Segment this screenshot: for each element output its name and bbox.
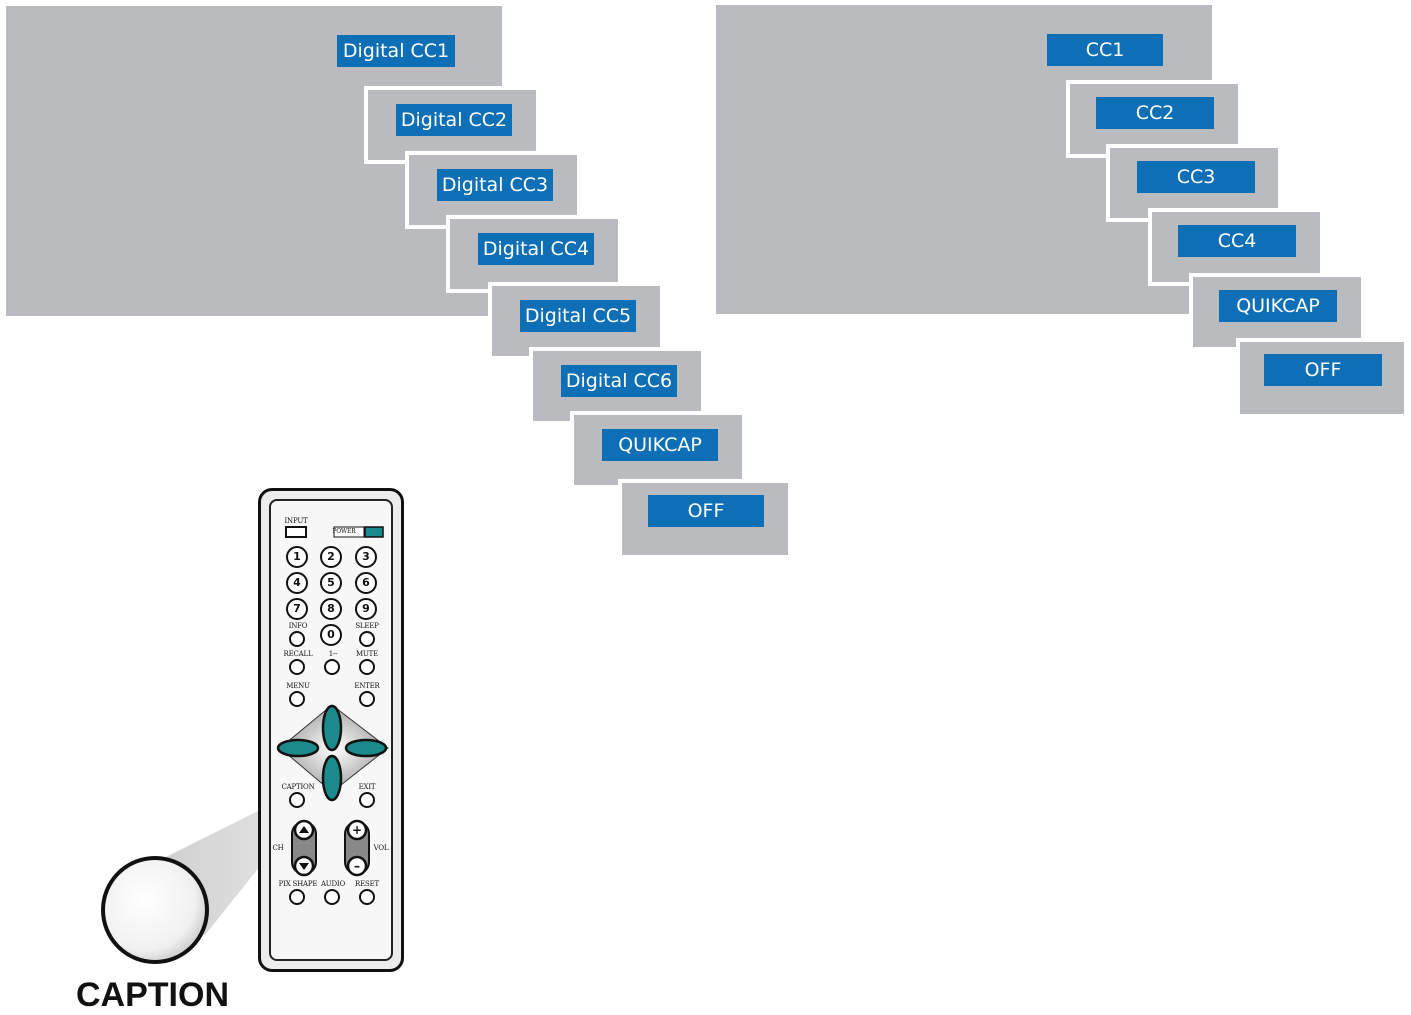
- svg-text:–: –: [354, 859, 360, 873]
- audio-button[interactable]: [324, 889, 340, 905]
- svg-text:+: +: [352, 823, 362, 837]
- menu-item-digital-cc5[interactable]: Digital CC5: [520, 300, 636, 332]
- dpad-left: [276, 738, 320, 758]
- dash-label: 1--: [328, 650, 338, 658]
- digit-7-button[interactable]: 7: [286, 598, 308, 620]
- exit-label: EXIT: [358, 783, 376, 791]
- digit-0-button[interactable]: 0: [320, 624, 342, 646]
- info-label: INFO: [288, 622, 308, 630]
- reset-label: RESET: [355, 880, 379, 888]
- menu-item-cc2[interactable]: CC2: [1096, 97, 1214, 129]
- dpad-right: [344, 738, 388, 758]
- digit-5-button[interactable]: 5: [320, 572, 342, 594]
- audio-label: AUDIO: [320, 880, 346, 888]
- digit-3-button[interactable]: 3: [355, 546, 377, 568]
- ch-label: CH: [272, 844, 284, 852]
- caption-label-small: CAPTION: [281, 783, 315, 791]
- sleep-button[interactable]: [359, 631, 375, 647]
- recall-button[interactable]: [289, 659, 305, 675]
- menu-item-off-right[interactable]: OFF: [1264, 354, 1382, 386]
- digit-8-button[interactable]: 8: [320, 598, 342, 620]
- mute-label: MUTE: [355, 650, 379, 658]
- menu-item-off-left[interactable]: OFF: [648, 495, 764, 527]
- recall-label: RECALL: [283, 650, 313, 658]
- mute-button[interactable]: [359, 659, 375, 675]
- dpad-down: [321, 754, 343, 802]
- menu-item-cc4[interactable]: CC4: [1178, 225, 1296, 257]
- sleep-label: SLEEP: [355, 622, 379, 630]
- menu-item-digital-cc2[interactable]: Digital CC2: [396, 104, 512, 136]
- menu-item-cc3[interactable]: CC3: [1137, 161, 1255, 193]
- caption-callout-label: CAPTION: [76, 976, 229, 1014]
- menu-label: MENU: [286, 682, 310, 690]
- menu-item-digital-cc4[interactable]: Digital CC4: [478, 233, 594, 265]
- vol-label: VOL: [373, 844, 389, 852]
- input-label: INPUT: [284, 517, 308, 525]
- menu-item-digital-cc1[interactable]: Digital CC1: [337, 35, 455, 67]
- menu-item-quikcap-left[interactable]: QUIKCAP: [602, 429, 718, 461]
- power-label: POWER: [332, 528, 356, 535]
- digit-9-button[interactable]: 9: [355, 598, 377, 620]
- pixshape-button[interactable]: [289, 889, 305, 905]
- digit-4-button[interactable]: 4: [286, 572, 308, 594]
- digit-6-button[interactable]: 6: [355, 572, 377, 594]
- caption-button[interactable]: [289, 792, 305, 808]
- exit-button[interactable]: [359, 792, 375, 808]
- input-button: [285, 526, 307, 538]
- menu-item-digital-cc3[interactable]: Digital CC3: [437, 169, 553, 201]
- digit-2-button[interactable]: 2: [320, 546, 342, 568]
- menu-button[interactable]: [289, 691, 305, 707]
- pixshape-label: PIX SHAPE: [278, 880, 318, 888]
- info-button[interactable]: [289, 631, 305, 647]
- dash-button[interactable]: [324, 659, 340, 675]
- reset-button[interactable]: [359, 889, 375, 905]
- enter-label: ENTER: [354, 682, 380, 690]
- menu-item-digital-cc6[interactable]: Digital CC6: [561, 365, 677, 397]
- digit-1-button[interactable]: 1: [286, 546, 308, 568]
- enter-button[interactable]: [359, 691, 375, 707]
- menu-item-quikcap-right[interactable]: QUIKCAP: [1219, 290, 1337, 322]
- power-button: [364, 526, 384, 538]
- dpad-up: [321, 704, 343, 752]
- menu-item-cc1[interactable]: CC1: [1047, 34, 1163, 66]
